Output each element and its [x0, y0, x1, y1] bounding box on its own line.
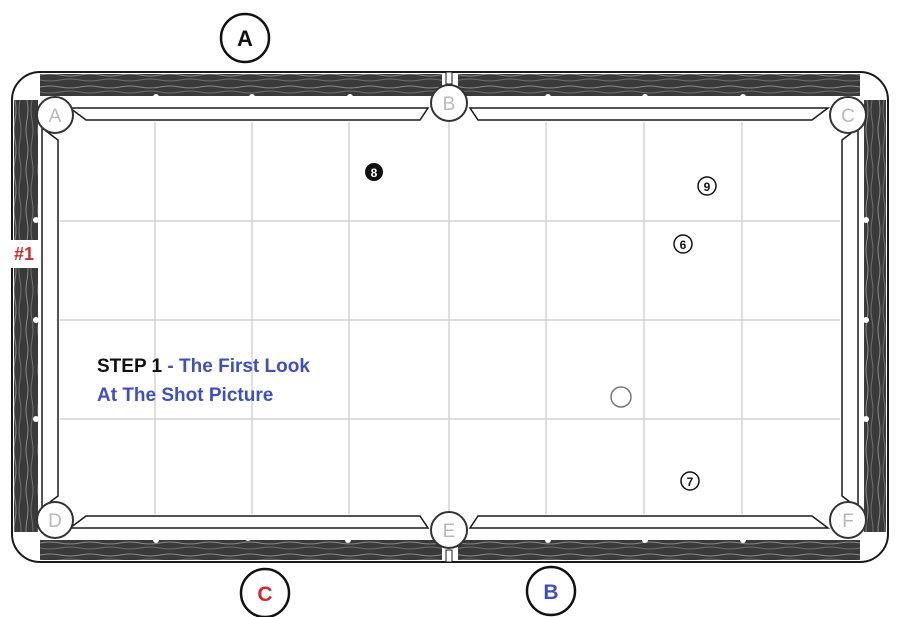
pocket-d: D [37, 502, 73, 538]
rail-bottom-right [458, 540, 860, 560]
cushion-top-left [70, 108, 428, 120]
step-caption-step: STEP 1 [97, 356, 162, 377]
cushion-top-right [470, 108, 828, 120]
rail-bottom-left [40, 540, 442, 560]
cue-ball [611, 387, 631, 407]
ball-9: 9 [698, 177, 716, 195]
rail-marker-label: #1 [8, 240, 40, 268]
pocket-label: B [443, 94, 456, 115]
marker-top-label: A [237, 26, 253, 51]
marker-bottom-left-label: C [257, 583, 272, 606]
step-caption-subtitle: At The Shot Picture [97, 385, 273, 406]
ball-label: 9 [704, 180, 711, 194]
ball-6: 6 [674, 235, 692, 253]
cushion-left [42, 128, 58, 508]
side-notch-top [446, 72, 452, 84]
pocket-label: E [443, 521, 456, 542]
pocket-label: F [842, 511, 854, 532]
pocket-c: C [830, 97, 866, 133]
marker-bottom-right: B [527, 567, 575, 615]
pocket-e: E [431, 512, 467, 548]
rail-top-right [458, 74, 860, 96]
cushion-right [842, 128, 858, 508]
rail-right [864, 100, 886, 532]
ball-label: 6 [680, 238, 687, 252]
step-caption-title: The First Look [179, 356, 310, 377]
marker-top: A [221, 14, 269, 62]
table-outer-frame [12, 72, 888, 562]
pocket-a: A [37, 97, 73, 133]
pocket-label: C [841, 106, 855, 127]
ball-label: 7 [687, 475, 694, 489]
step-caption: STEP 1 - The First Look At The Shot Pict… [97, 352, 310, 410]
ball-8: 8 [365, 163, 383, 181]
cushion-bottom-left [70, 516, 428, 528]
pocket-label: A [49, 106, 62, 127]
ball-7: 7 [681, 472, 699, 490]
pocket-f: F [830, 502, 866, 538]
rail-left [14, 100, 38, 532]
marker-bottom-right-label: B [543, 581, 558, 604]
pocket-label: D [48, 511, 62, 532]
ball-label: 8 [371, 166, 378, 180]
pocket-b: B [431, 85, 467, 121]
cushion-bottom-right [470, 516, 828, 528]
rail-top-left [40, 74, 442, 96]
marker-bottom-left: C [241, 569, 289, 617]
step-caption-separator: - [162, 356, 179, 377]
side-notch-bottom [446, 550, 452, 562]
